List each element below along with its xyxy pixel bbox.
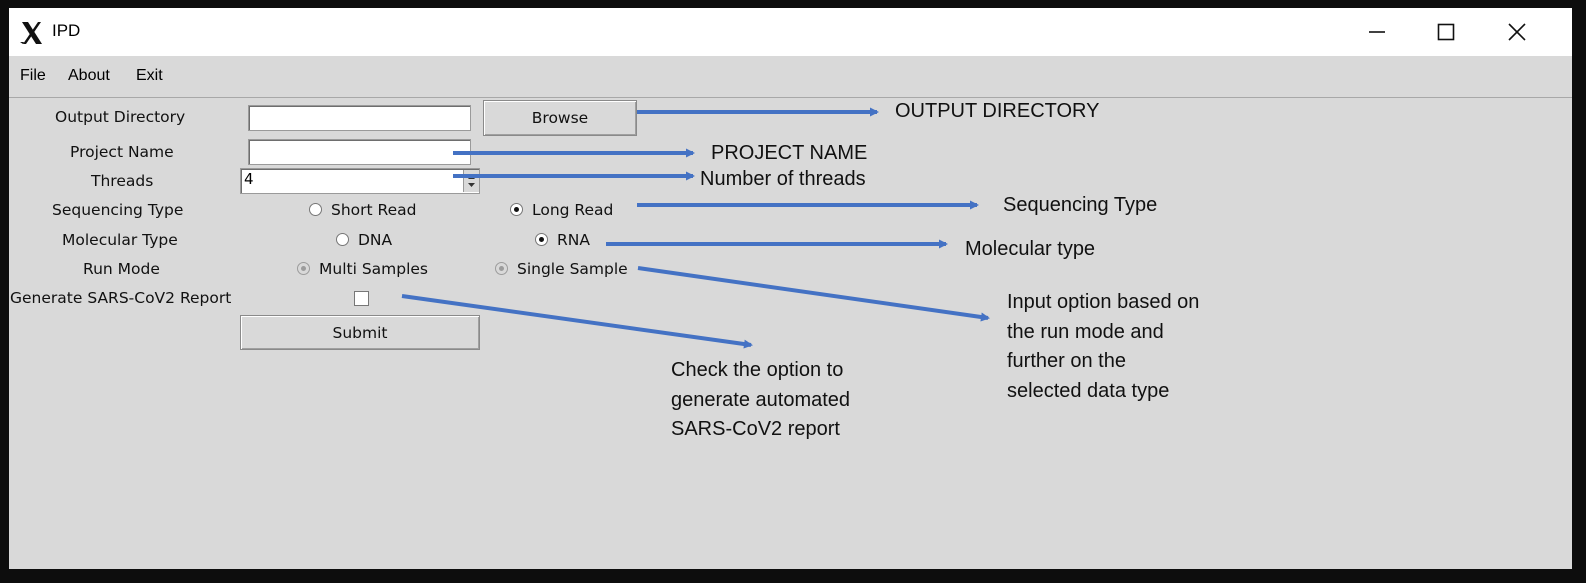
long-read-label: Long Read	[532, 201, 614, 219]
threads-label: Threads	[91, 172, 154, 190]
note-sars-report: Check the option to generate automated S…	[671, 356, 850, 445]
short-read-label: Short Read	[331, 201, 417, 219]
radio-dna[interactable]	[336, 233, 349, 246]
note-output-directory: OUTPUT DIRECTORY	[895, 100, 1100, 122]
sequencing-type-label: Sequencing Type	[52, 201, 184, 219]
note-threads: Number of threads	[700, 168, 866, 190]
output-directory-input[interactable]	[248, 105, 471, 131]
note-project-name: PROJECT NAME	[711, 142, 868, 164]
arrow-sars-report	[401, 294, 753, 349]
annotation-arrows	[401, 107, 990, 349]
radio-single-sample[interactable]	[495, 262, 508, 275]
close-icon	[1508, 23, 1526, 41]
app-window: IPD File About Exit Output Directory Bro…	[9, 8, 1572, 569]
radio-long-read[interactable]	[510, 203, 523, 216]
note-molecular-type: Molecular type	[965, 238, 1096, 260]
molecular-type-label: Molecular Type	[62, 231, 178, 249]
note-input-option: Input option based on the run mode and f…	[1007, 288, 1199, 406]
menu-file[interactable]: File	[20, 67, 46, 84]
project-name-input[interactable]	[248, 139, 471, 165]
note-sars-report-line: SARS-CoV2 report	[671, 418, 840, 440]
note-sars-report-line: generate automated	[671, 388, 851, 411]
note-input-option-line: selected data type	[1007, 379, 1170, 402]
note-input-option-line: further on the	[1007, 350, 1126, 372]
radio-multi-samples[interactable]	[297, 262, 310, 275]
sars-report-label: Generate SARS-CoV2 Report	[10, 289, 232, 307]
single-sample-label: Single Sample	[517, 260, 628, 278]
arrow-run-mode	[637, 266, 990, 322]
maximize-button[interactable]	[1411, 8, 1481, 56]
menu-about[interactable]: About	[68, 67, 110, 84]
note-sars-report-line: Check the option to	[671, 359, 844, 381]
close-button[interactable]	[1482, 8, 1552, 56]
threads-spinbox[interactable]: 4	[240, 168, 480, 194]
sars-report-checkbox[interactable]	[354, 291, 369, 306]
multi-samples-label: Multi Samples	[319, 260, 429, 278]
radio-rna[interactable]	[535, 233, 548, 246]
browse-button[interactable]: Browse	[483, 100, 637, 136]
rna-label: RNA	[557, 231, 590, 249]
maximize-icon	[1437, 23, 1455, 41]
menu-bar: File About Exit	[9, 56, 1572, 98]
minimize-button[interactable]	[1342, 8, 1412, 56]
run-mode-label: Run Mode	[83, 260, 160, 278]
note-input-option-line: Input option based on	[1007, 291, 1200, 313]
menu-exit[interactable]: Exit	[136, 67, 163, 84]
submit-button[interactable]: Submit	[240, 315, 480, 350]
minimize-icon	[1369, 31, 1385, 33]
title-bar: IPD	[9, 8, 1572, 56]
project-name-label: Project Name	[70, 143, 174, 161]
window-title: IPD	[52, 21, 81, 40]
threads-value: 4	[244, 170, 254, 188]
note-sequencing-type: Sequencing Type	[1003, 194, 1158, 216]
note-input-option-line: the run mode and	[1007, 320, 1164, 343]
dna-label: DNA	[358, 231, 393, 249]
output-directory-label: Output Directory	[55, 108, 186, 126]
radio-short-read[interactable]	[309, 203, 322, 216]
x-app-icon	[20, 22, 42, 44]
